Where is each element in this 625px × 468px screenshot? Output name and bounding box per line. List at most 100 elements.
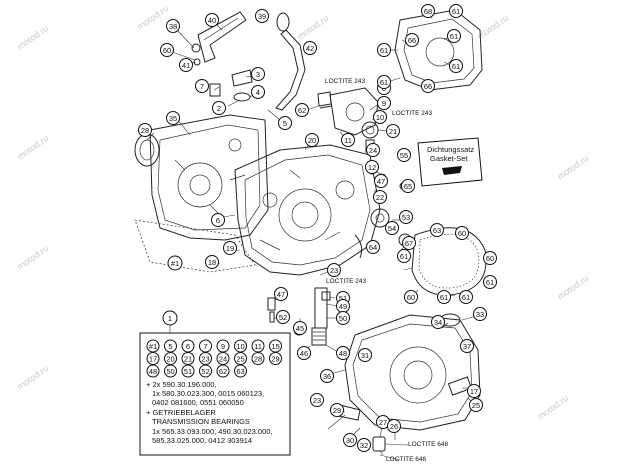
- callout-31: 31: [358, 348, 372, 362]
- watermark-text: motod.ru: [15, 243, 50, 272]
- callout-47b: 47: [274, 287, 288, 301]
- watermark-text: motod.ru: [15, 133, 50, 162]
- kit-line: 0402 081600, 0551 060050: [152, 398, 244, 407]
- right-crankcase: [234, 144, 381, 276]
- svg-text:27: 27: [379, 418, 387, 427]
- svg-text:6: 6: [216, 216, 220, 225]
- svg-text:60: 60: [163, 46, 171, 55]
- svg-text:4: 4: [256, 88, 260, 97]
- callout-35: 35: [166, 111, 180, 125]
- callout-61h: 61: [437, 290, 451, 304]
- svg-text:18: 18: [208, 258, 216, 267]
- kit-ref-item: 29: [269, 352, 282, 365]
- callout-48: 48: [336, 346, 350, 360]
- loctite-label: LOCTITE 648: [386, 456, 426, 463]
- small-parts-upper: [209, 69, 290, 128]
- kit-line: 1x 565.33.093.000, 490.30.023.000,: [152, 427, 273, 436]
- callout-26: 26: [387, 419, 401, 433]
- loctite-label: LOCTITE 243: [392, 110, 432, 117]
- svg-text:52: 52: [279, 313, 287, 322]
- svg-text:24: 24: [219, 355, 227, 364]
- kit-ref-item: 11: [251, 339, 265, 353]
- svg-text:38: 38: [169, 22, 177, 31]
- callout-66b: 66: [421, 79, 435, 93]
- svg-text:15: 15: [271, 342, 279, 351]
- svg-text:12: 12: [368, 163, 376, 172]
- svg-text:6: 6: [186, 342, 190, 351]
- watermark-text: motod.ru: [15, 23, 50, 52]
- kit-ref-item: 9: [216, 339, 230, 353]
- ktm-logo-icon: [442, 166, 462, 175]
- callout-39: 39: [255, 9, 269, 23]
- svg-text:31: 31: [361, 351, 369, 360]
- kit-ref-item: 6: [181, 339, 195, 353]
- svg-text:47: 47: [277, 290, 285, 299]
- callout-65: 65: [401, 179, 415, 193]
- callout-61f: 61: [397, 249, 411, 263]
- svg-text:35: 35: [169, 114, 177, 123]
- kit-ref-item: 25: [234, 352, 247, 365]
- clutch-cover: [344, 313, 481, 431]
- svg-text:5: 5: [168, 342, 172, 351]
- svg-text:20: 20: [166, 355, 174, 364]
- svg-text:7: 7: [200, 82, 204, 91]
- kit-ref-item: 10: [234, 339, 247, 353]
- svg-text:66: 66: [408, 36, 416, 45]
- svg-text:28: 28: [141, 126, 149, 135]
- kit-ref-item: 15: [269, 339, 282, 353]
- kit-ref-item: 62: [216, 364, 230, 378]
- svg-text:34: 34: [434, 318, 442, 327]
- callout-61b: 61: [447, 29, 461, 43]
- callout-7: 7: [195, 79, 209, 93]
- svg-text:62: 62: [298, 106, 306, 115]
- callout-49: 49: [336, 299, 350, 313]
- svg-text:5: 5: [283, 119, 287, 128]
- svg-text:1: 1: [168, 314, 172, 323]
- callout-2: 2: [212, 101, 226, 115]
- watermark-text: motod.ru: [555, 153, 590, 182]
- svg-text:39: 39: [258, 12, 266, 21]
- gasket-set-title: Dichtungssatz: [427, 145, 474, 154]
- callout-55: 55: [397, 148, 411, 162]
- gasket-outline: [134, 219, 256, 273]
- shift-lever-assembly: [191, 11, 247, 66]
- oil-pump-housing: [317, 87, 379, 139]
- svg-text:45: 45: [296, 324, 304, 333]
- callout-37: 37: [460, 339, 474, 353]
- callout-hash1: #1: [167, 255, 183, 271]
- callout-67: 67: [402, 236, 416, 250]
- svg-text:26: 26: [390, 422, 398, 431]
- watermark-text: motod.ru: [15, 363, 50, 392]
- kit-ref-item: 24: [216, 352, 230, 365]
- callout-53: 53: [399, 210, 413, 224]
- svg-text:50: 50: [339, 314, 347, 323]
- svg-text:33: 33: [476, 310, 484, 319]
- svg-text:48: 48: [149, 367, 157, 376]
- svg-text:61: 61: [462, 293, 470, 302]
- svg-text:61: 61: [450, 32, 458, 41]
- kit-ref-item: 51: [181, 364, 195, 378]
- callout-40: 40: [205, 13, 219, 27]
- callout-50: 50: [336, 311, 350, 325]
- svg-text:10: 10: [236, 342, 244, 351]
- svg-text:25: 25: [236, 355, 244, 364]
- callout-36: 36: [320, 369, 334, 383]
- svg-text:21: 21: [389, 127, 397, 136]
- svg-text:61: 61: [400, 252, 408, 261]
- kit-ref-item: 52: [199, 364, 212, 378]
- callout-4: 4: [251, 85, 265, 99]
- svg-text:51: 51: [184, 367, 192, 376]
- callout-68: 68: [421, 4, 435, 18]
- svg-text:37: 37: [463, 342, 471, 351]
- callout-45: 45: [293, 321, 307, 335]
- callout-38: 38: [166, 19, 180, 33]
- kit-line: 1x 580.30.023.300, 0015 060123,: [152, 389, 264, 398]
- callout-33: 33: [473, 307, 487, 321]
- callout-61d: 61: [449, 59, 463, 73]
- callout-61c: 61: [377, 43, 391, 57]
- callout-60a: 60: [455, 226, 469, 240]
- callout-66a: 66: [405, 33, 419, 47]
